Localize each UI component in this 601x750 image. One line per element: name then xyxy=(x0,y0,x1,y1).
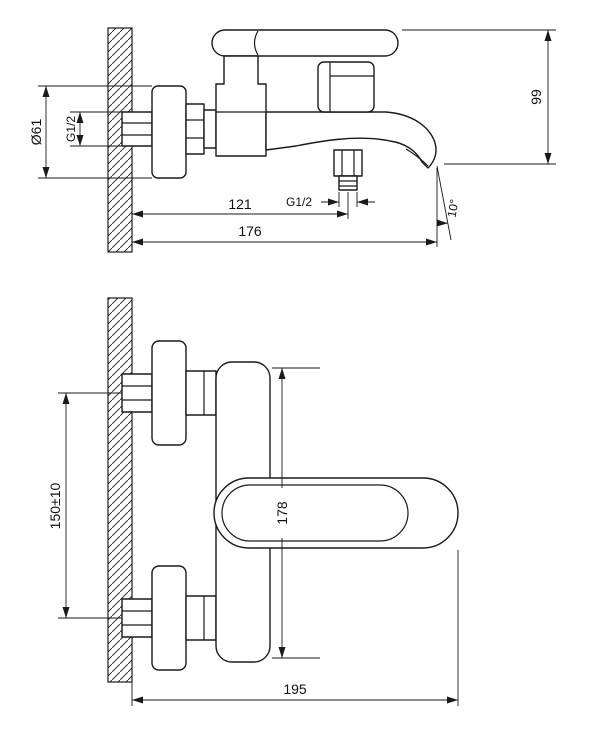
dim-label-spout-angle: 10° xyxy=(445,198,462,218)
dim-center-distance: 150±10 xyxy=(47,392,122,619)
top-mount xyxy=(121,340,217,446)
dim-spout-angle: 10° xyxy=(436,165,462,241)
bottom-escutcheon xyxy=(151,565,187,671)
front-view: 178 150±10 195 xyxy=(47,297,459,706)
body-connector xyxy=(185,103,217,155)
mixer-body xyxy=(215,55,267,157)
dim-label-total-width: 195 xyxy=(283,681,307,697)
wall-nut xyxy=(121,111,153,147)
lever-handle xyxy=(211,29,399,57)
bottom-connector xyxy=(185,595,217,641)
dim-height: 99 xyxy=(402,29,556,165)
side-view: Ø61 G1/2 99 G1/2 121 xyxy=(28,27,556,253)
dim-body-height: 178 xyxy=(272,367,320,659)
escutcheon xyxy=(151,85,187,179)
dim-label-wall-thread: G1/2 xyxy=(64,116,78,142)
bottom-mount xyxy=(121,565,217,671)
spout-mouth-line xyxy=(405,148,429,167)
dim-label-diameter: Ø61 xyxy=(28,119,44,146)
dim-wall-to-shower: 121 xyxy=(132,192,349,219)
lever-handle-front xyxy=(221,484,409,542)
dim-label-wall-to-spout: 176 xyxy=(238,223,262,239)
top-escutcheon xyxy=(151,340,187,446)
bottom-wall-nut xyxy=(121,598,153,638)
dim-label-body-height: 178 xyxy=(274,501,290,525)
spout xyxy=(265,111,437,169)
dim-label-shower-thread: G1/2 xyxy=(286,195,312,209)
top-wall-nut xyxy=(121,373,153,413)
dim-label-height: 99 xyxy=(528,89,544,105)
shower-outlet xyxy=(333,149,363,191)
dim-wall-to-spout: 176 xyxy=(132,168,438,247)
top-connector xyxy=(185,370,217,416)
diverter-knob xyxy=(317,61,375,113)
dim-shower-thread: G1/2 xyxy=(286,192,375,209)
dim-label-center-distance: 150±10 xyxy=(47,482,63,529)
mixer-body-front xyxy=(213,477,459,549)
dim-total-width: 195 xyxy=(131,550,459,706)
dim-diameter: Ø61 xyxy=(28,85,152,179)
dim-wall-thread: G1/2 xyxy=(64,111,122,147)
dim-label-wall-to-shower: 121 xyxy=(228,196,252,212)
